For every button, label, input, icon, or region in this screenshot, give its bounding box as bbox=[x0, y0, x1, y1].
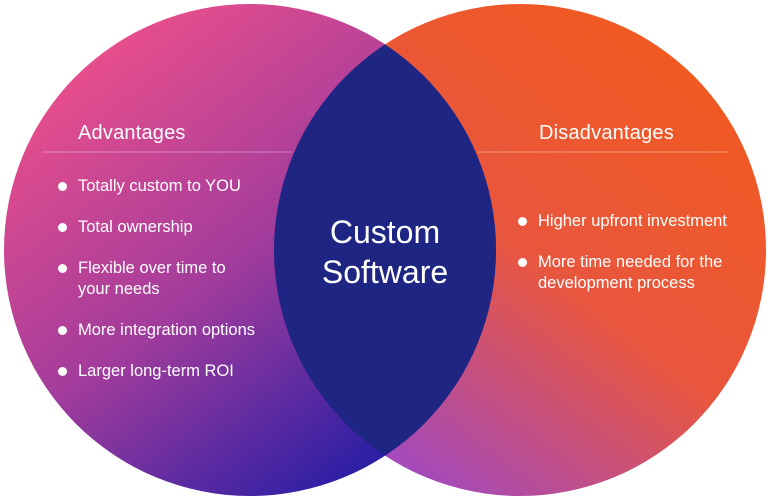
disadvantage-item: Higher upfront investment bbox=[518, 211, 758, 232]
disadvantage-item-line1: Higher upfront investment bbox=[538, 212, 727, 230]
advantage-item: Larger long-term ROI bbox=[58, 361, 278, 382]
advantage-item-line1: Flexible over time to bbox=[78, 259, 226, 277]
center-title-line1: Custom bbox=[329, 214, 441, 250]
overlap-region bbox=[274, 4, 496, 496]
advantage-item-line1: Totally custom to YOU bbox=[78, 177, 241, 195]
disadvantage-item: More time needed for the development pro… bbox=[518, 252, 758, 294]
advantage-item-line2: your needs bbox=[78, 280, 160, 298]
advantages-list: Totally custom to YOU Total ownership Fl… bbox=[58, 176, 278, 402]
disadvantages-heading: Disadvantages bbox=[539, 122, 674, 144]
advantage-item-line1: More integration options bbox=[78, 321, 256, 339]
disadvantages-list: Higher upfront investment More time need… bbox=[518, 211, 758, 314]
center-title: Custom Software bbox=[285, 212, 485, 292]
center-title-line2: Software bbox=[321, 254, 449, 290]
disadvantage-item-line2: development process bbox=[538, 274, 695, 292]
advantage-item: Totally custom to YOU bbox=[58, 176, 278, 197]
advantage-item-line1: Total ownership bbox=[78, 218, 193, 236]
advantage-item: More integration options bbox=[58, 320, 278, 341]
advantage-item: Flexible over time to your needs bbox=[58, 258, 278, 300]
disadvantage-item-line1: More time needed for the bbox=[538, 253, 723, 271]
advantage-item-line1: Larger long-term ROI bbox=[78, 362, 234, 380]
advantage-item: Total ownership bbox=[58, 217, 278, 238]
advantages-heading: Advantages bbox=[78, 122, 186, 144]
